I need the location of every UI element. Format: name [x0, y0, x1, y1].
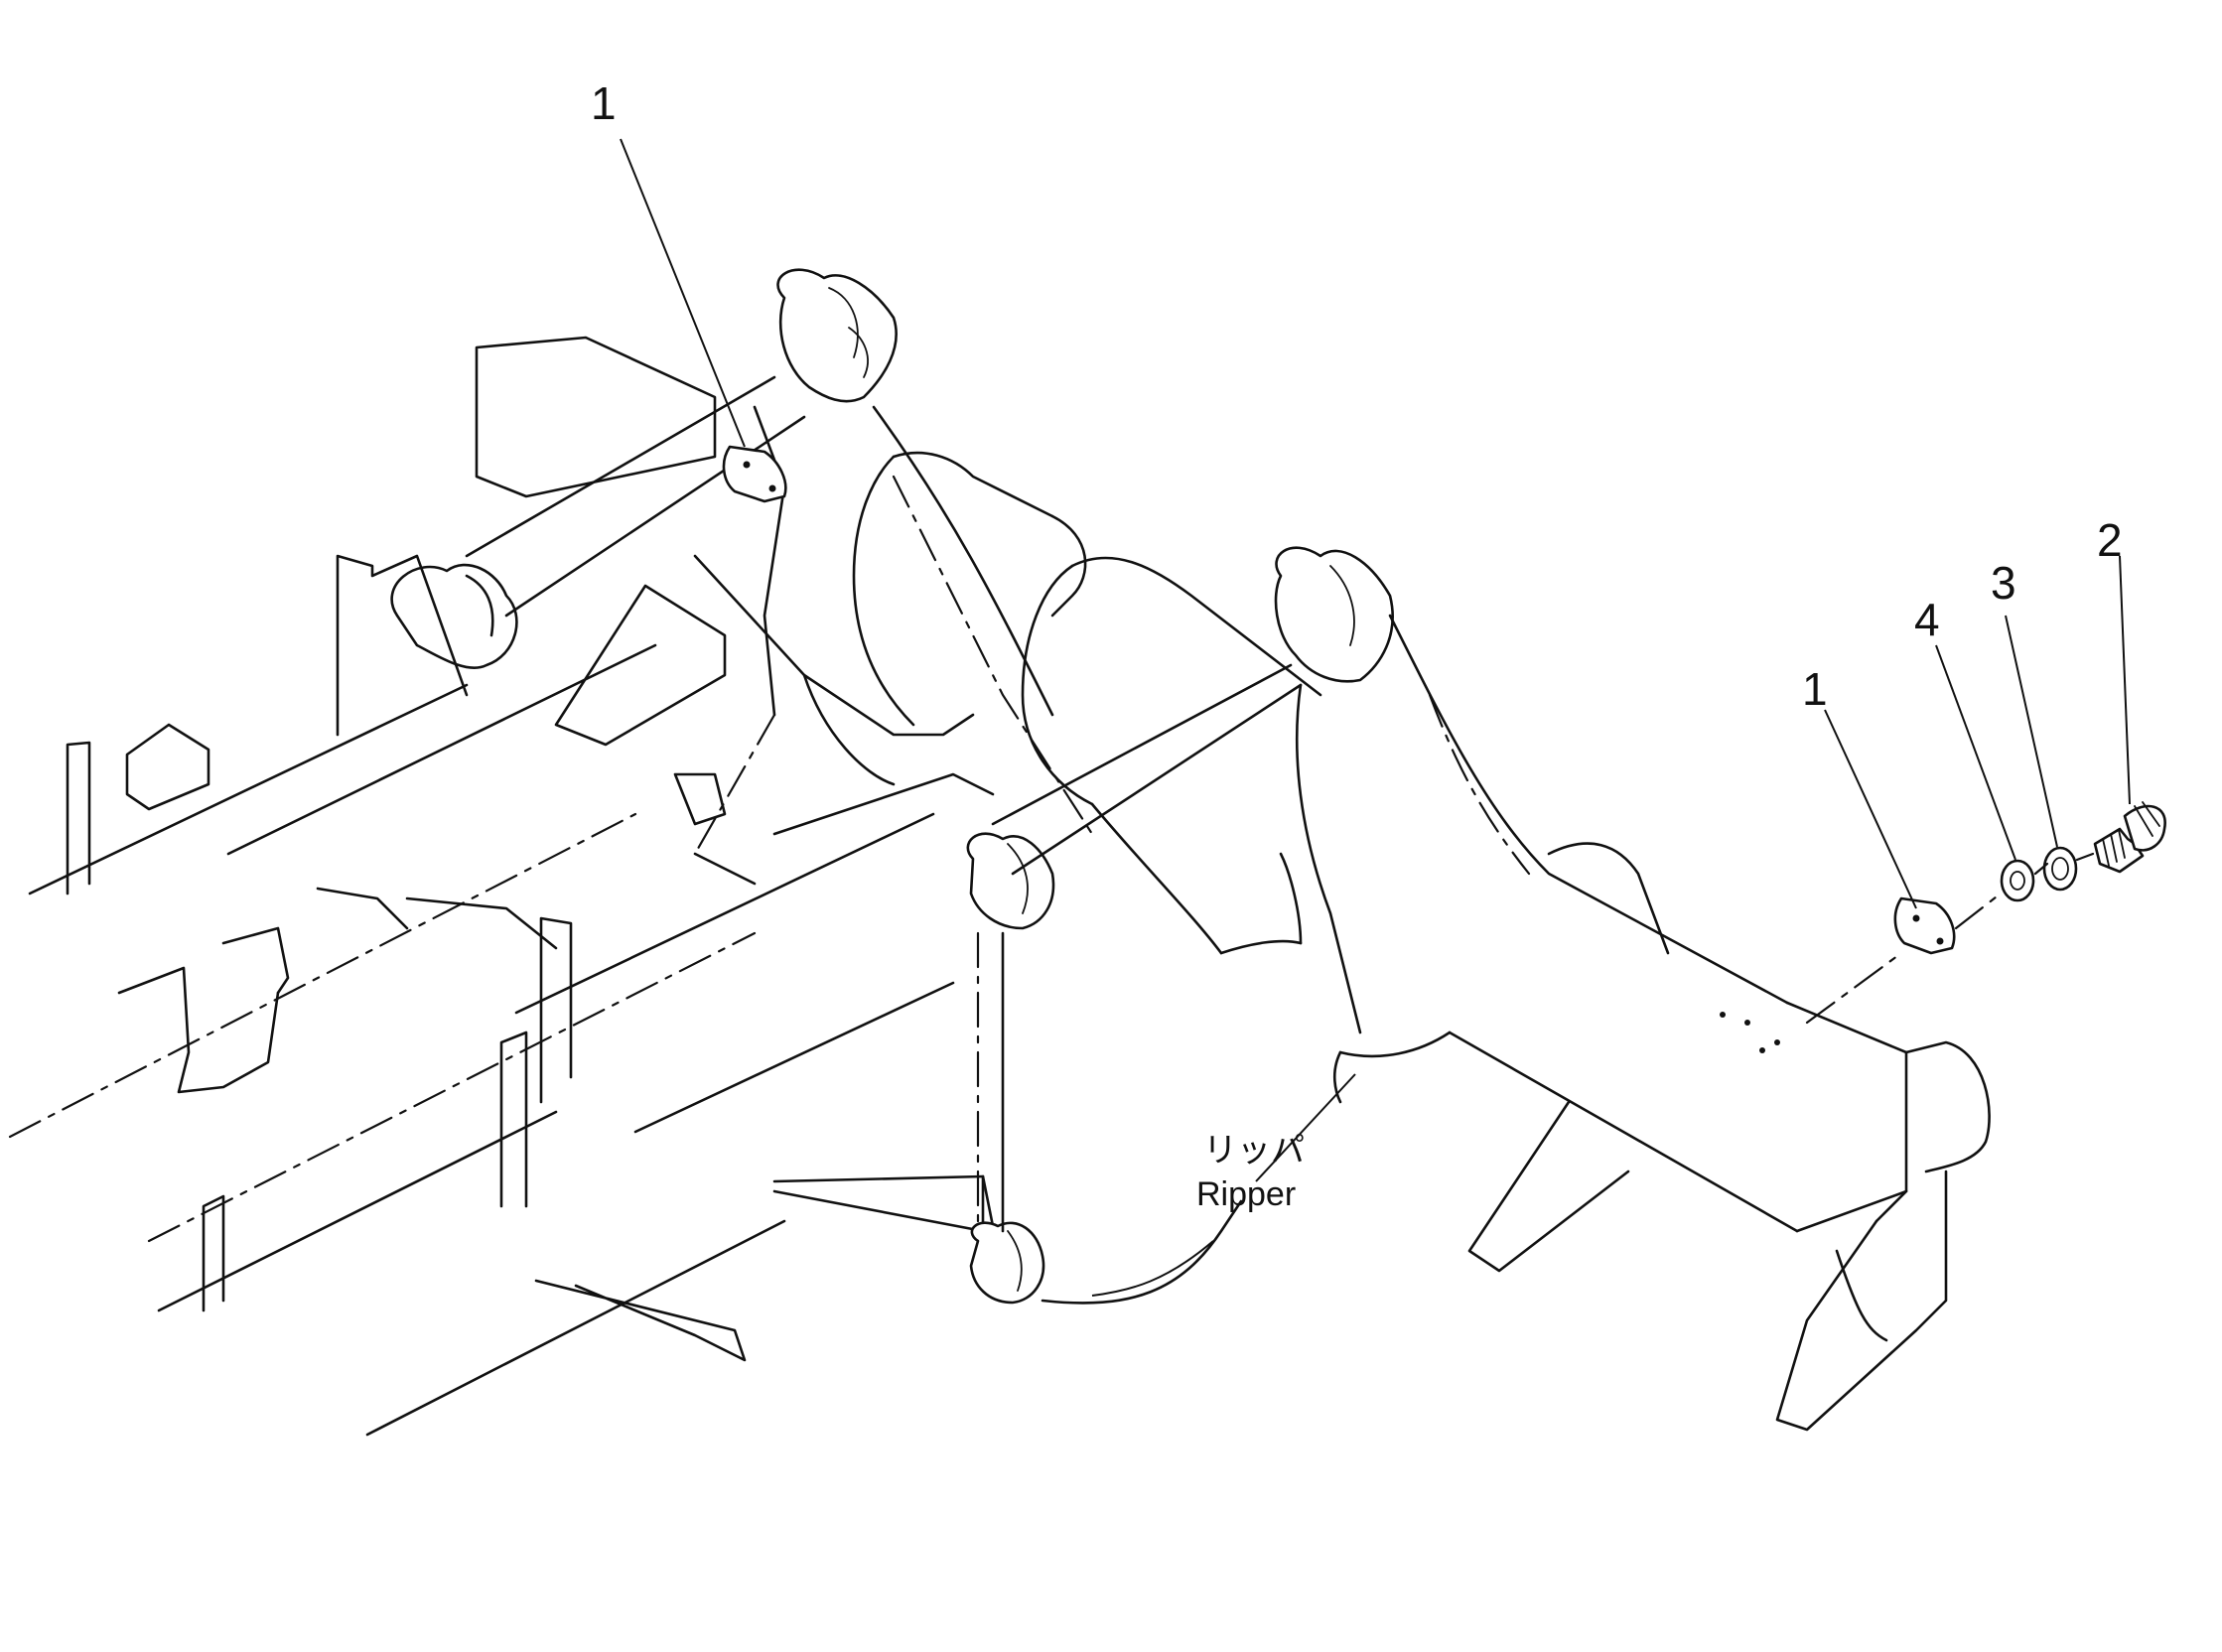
cover-plate-right: [1893, 896, 1956, 955]
washer-4: [2000, 859, 2035, 902]
assembly-axis: [1805, 852, 2095, 1025]
bolt-2: [2093, 801, 2166, 874]
ripper-label-japanese: リッパ: [1203, 1132, 1305, 1170]
upper-hinge-arm: [390, 268, 1054, 886]
ripper-cylinder: [852, 451, 1322, 955]
callout-2: 2: [2097, 514, 2123, 566]
ripper-frame: [8, 336, 995, 1437]
callout-4: 4: [1914, 594, 1940, 645]
ripper-label-english: Ripper: [1196, 1175, 1296, 1213]
washer-3: [2042, 846, 2078, 892]
callout-3: 3: [1991, 557, 2016, 609]
cover-plate-upper: [722, 445, 787, 503]
leader-lines: [620, 138, 2131, 1297]
callout-1-upper: 1: [591, 77, 617, 129]
ripper-main-beam: [966, 546, 1991, 1432]
callout-1-right: 1: [1802, 663, 1828, 715]
